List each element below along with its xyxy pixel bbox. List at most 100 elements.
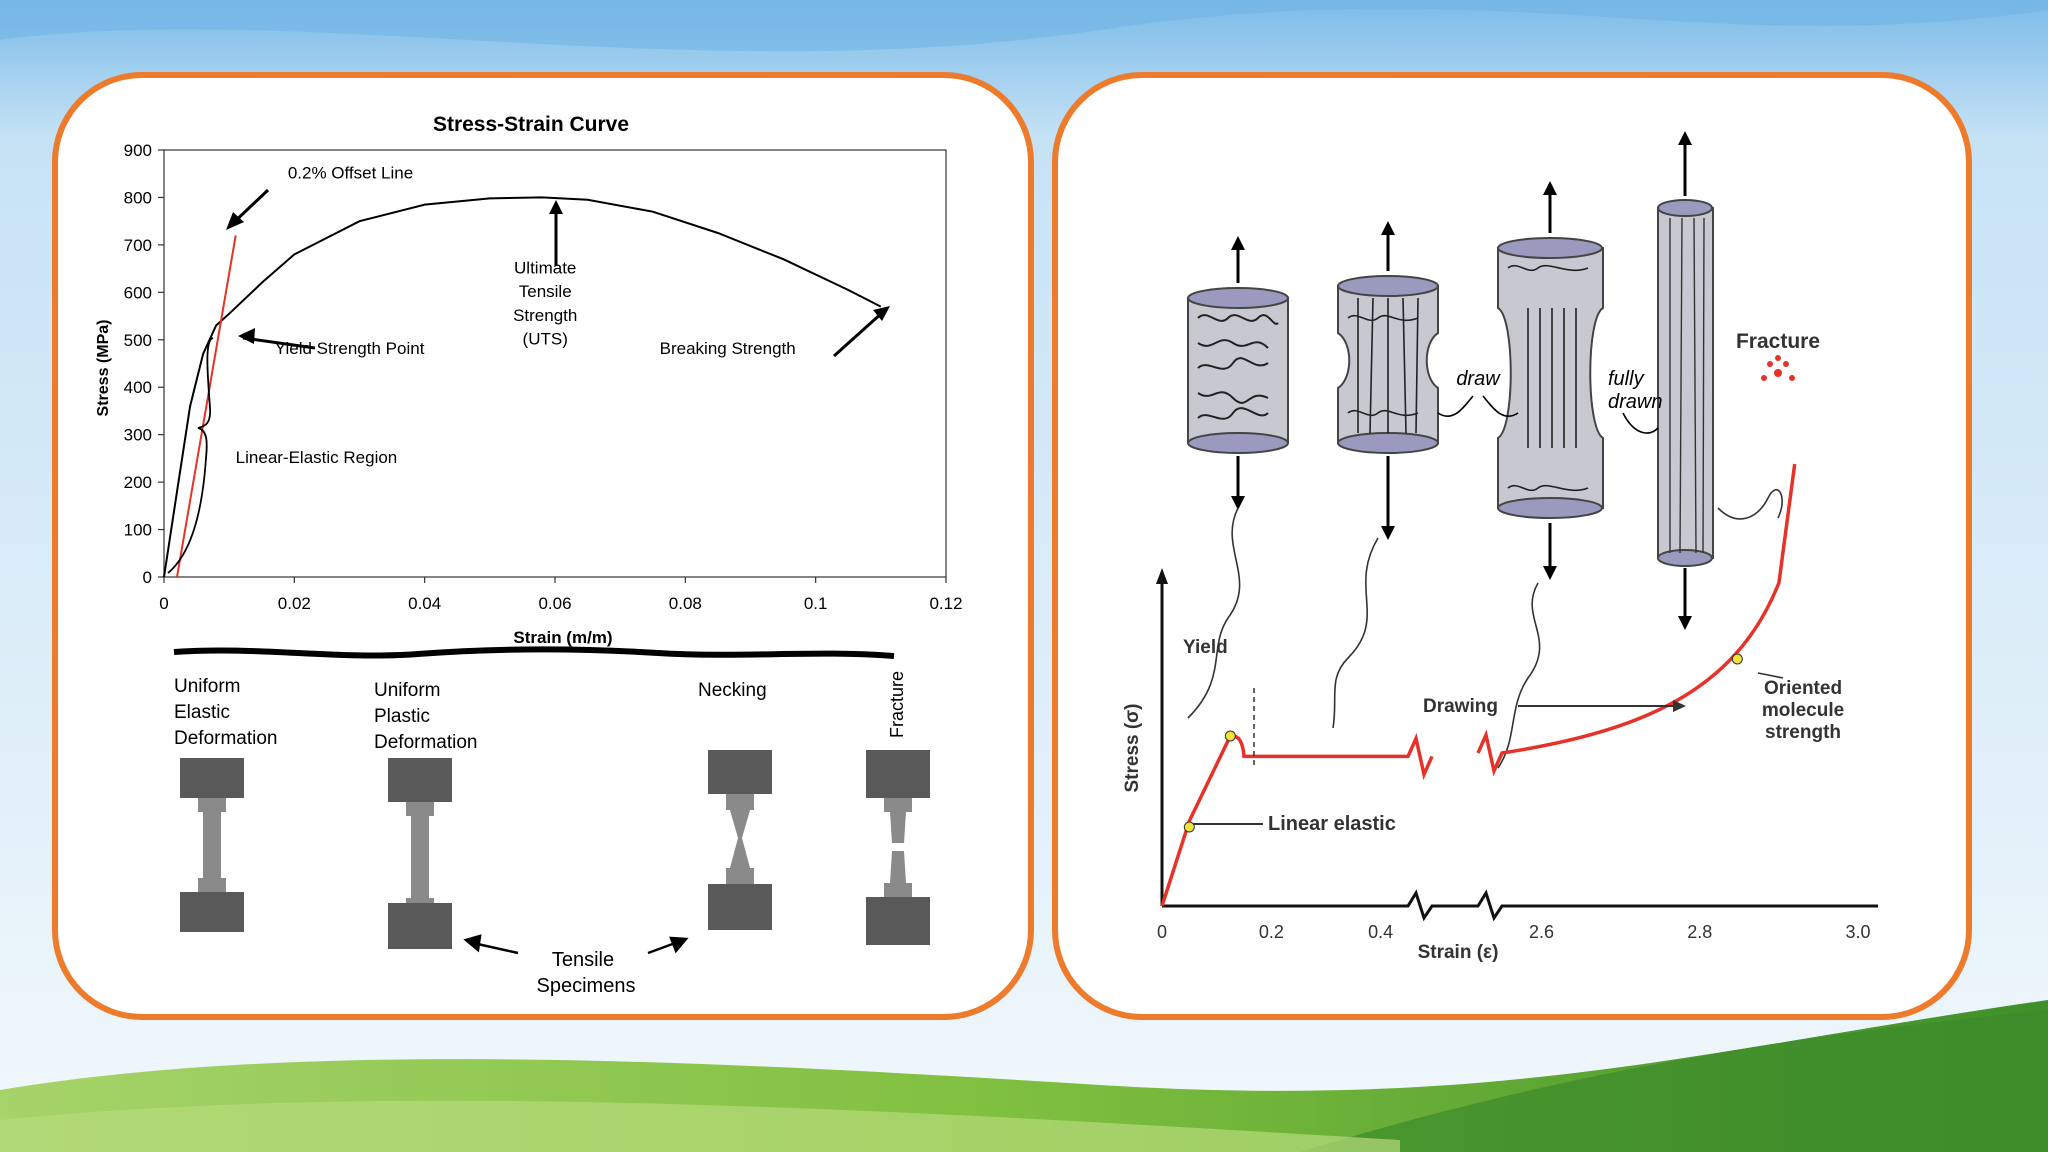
y-tick-label: 0 — [143, 568, 152, 587]
yield-annotation: Yield — [1183, 637, 1228, 658]
specimen-fracture-top — [890, 812, 906, 843]
connector-fully-drawn — [1717, 489, 1783, 520]
specimen-part — [708, 750, 772, 794]
specimen-part — [388, 903, 452, 949]
y-tick-label: 500 — [124, 331, 152, 350]
curve-marker-point — [1224, 730, 1236, 742]
tensile-label-line2: Specimens — [537, 975, 636, 997]
curve-marker-point — [1731, 653, 1743, 665]
x-axis-label: Strain (m/m) — [513, 628, 612, 647]
y-tick-label: 400 — [124, 378, 152, 397]
oriented-annotation: Oriented — [1764, 678, 1842, 699]
specimen-label: Deformation — [174, 728, 278, 749]
tensile-arrows — [463, 934, 689, 955]
oriented-leader — [1757, 672, 1784, 679]
specimen-drawn — [1497, 181, 1604, 580]
specimen-part — [866, 750, 930, 798]
chart-annotation: Breaking Strength — [660, 339, 796, 358]
specimen-label-fracture: Fracture — [887, 671, 907, 738]
molecule-annotation: molecule — [1762, 700, 1844, 721]
drawing-leader-arrowhead — [1673, 700, 1686, 712]
x-tick-label: 0.04 — [408, 594, 441, 613]
x-tick-label: 0.12 — [929, 594, 962, 613]
specimen-part — [198, 798, 226, 812]
drawing-annotation: Drawing — [1423, 696, 1498, 717]
connector-drawn — [1497, 582, 1541, 769]
x-tick-label: 0.08 — [669, 594, 702, 613]
polymer-drawing-chart: draw fully drawn Stress (σ) Strain (ε) 0… — [1122, 131, 1878, 963]
y-tick-label: 200 — [124, 473, 152, 492]
polymer-specimen-illustrations: draw fully drawn — [1187, 131, 1783, 769]
specimen-label: Elastic — [174, 702, 230, 723]
chart-annotation: (UTS) — [523, 330, 568, 349]
right-figure-panel: draw fully drawn Stress (σ) Strain (ε) 0… — [1052, 72, 1972, 1020]
drawn-label: drawn — [1608, 391, 1662, 413]
stress-strain-curve — [163, 196, 882, 578]
annotation-arrowheads — [226, 200, 890, 344]
x-tick-label: 0.02 — [278, 594, 311, 613]
connector-necking — [1332, 537, 1379, 729]
right-x-tick-label: 0.4 — [1368, 922, 1393, 942]
x-tick-label: 0.1 — [804, 594, 828, 613]
specimen-part — [884, 798, 912, 812]
specimen-label: Necking — [698, 680, 767, 701]
chart-annotation: Yield Strength Point — [275, 339, 425, 358]
specimen-neck — [730, 810, 750, 868]
y-axis-label: Stress (MPa) — [95, 320, 112, 417]
specimen-part — [726, 794, 754, 810]
left-figure-panel: Stress-Strain Curve Stress (MPa) Strain … — [52, 72, 1034, 1020]
y-tick-label: 100 — [124, 521, 152, 540]
stress-strain-chart: Stress-Strain Curve Stress (MPa) Strain … — [95, 113, 963, 997]
y-tick-label: 700 — [124, 236, 152, 255]
chart-title: Stress-Strain Curve — [433, 113, 629, 136]
specimen-label: Uniform — [374, 680, 441, 701]
y-tick-label: 600 — [124, 283, 152, 302]
specimen-label: Plastic — [374, 706, 430, 727]
right-y-axis-label: Stress (σ) — [1122, 703, 1143, 792]
specimen-part — [180, 758, 244, 798]
fully-drawn-pointer — [1622, 412, 1659, 434]
right-x-tick-label: 0 — [1157, 922, 1167, 942]
specimen-part — [406, 802, 434, 816]
right-x-tick-label: 0.2 — [1259, 922, 1284, 942]
specimen-necking — [1337, 221, 1439, 540]
right-x-axis-label: Strain (ε) — [1418, 942, 1499, 963]
draw-label: draw — [1456, 368, 1501, 390]
right-axes — [1160, 578, 1878, 922]
y-axis-arrowhead — [1156, 568, 1168, 584]
chart-annotation: Ultimate — [514, 258, 576, 277]
y-tick-label: 800 — [124, 188, 152, 207]
chart-annotation: Strength — [513, 306, 577, 325]
fracture-annotation: Fracture — [1736, 330, 1820, 353]
strength-annotation: strength — [1765, 722, 1841, 743]
specimen-part — [866, 897, 930, 945]
x-tick-label: 0 — [159, 594, 168, 613]
curve-marker-point — [1183, 821, 1195, 833]
offset-line — [176, 235, 237, 578]
specimen-part — [884, 883, 912, 897]
chart-annotation: Linear-Elastic Region — [236, 448, 398, 467]
tensile-label-line1: Tensile — [552, 949, 614, 971]
chart-annotation: 0.2% Offset Line — [288, 163, 413, 182]
specimen-coiled — [1187, 236, 1289, 510]
linear-elastic-annotation: Linear elastic — [1268, 813, 1396, 835]
right-x-tick-label: 2.8 — [1687, 922, 1712, 942]
right-x-tick-label: 3.0 — [1845, 922, 1870, 942]
specimen-part — [708, 884, 772, 930]
tensile-specimens — [180, 750, 930, 949]
chart-annotation: Tensile — [519, 282, 572, 301]
specimen-label: Deformation — [374, 732, 478, 753]
linear-elastic-brace — [167, 337, 214, 574]
connector-yield — [1187, 507, 1241, 719]
specimen-fully-drawn — [1657, 131, 1714, 630]
strain-bracket-bar — [173, 646, 895, 659]
draw-brace — [1437, 395, 1519, 418]
y-tick-label: 300 — [124, 426, 152, 445]
specimen-part — [726, 868, 754, 884]
specimen-part — [198, 878, 226, 892]
specimen-part — [180, 892, 244, 932]
fracture-burst-icon — [1761, 355, 1795, 381]
y-tick-label: 900 — [124, 141, 152, 160]
x-tick-label: 0.06 — [538, 594, 571, 613]
specimen-part — [388, 758, 452, 802]
